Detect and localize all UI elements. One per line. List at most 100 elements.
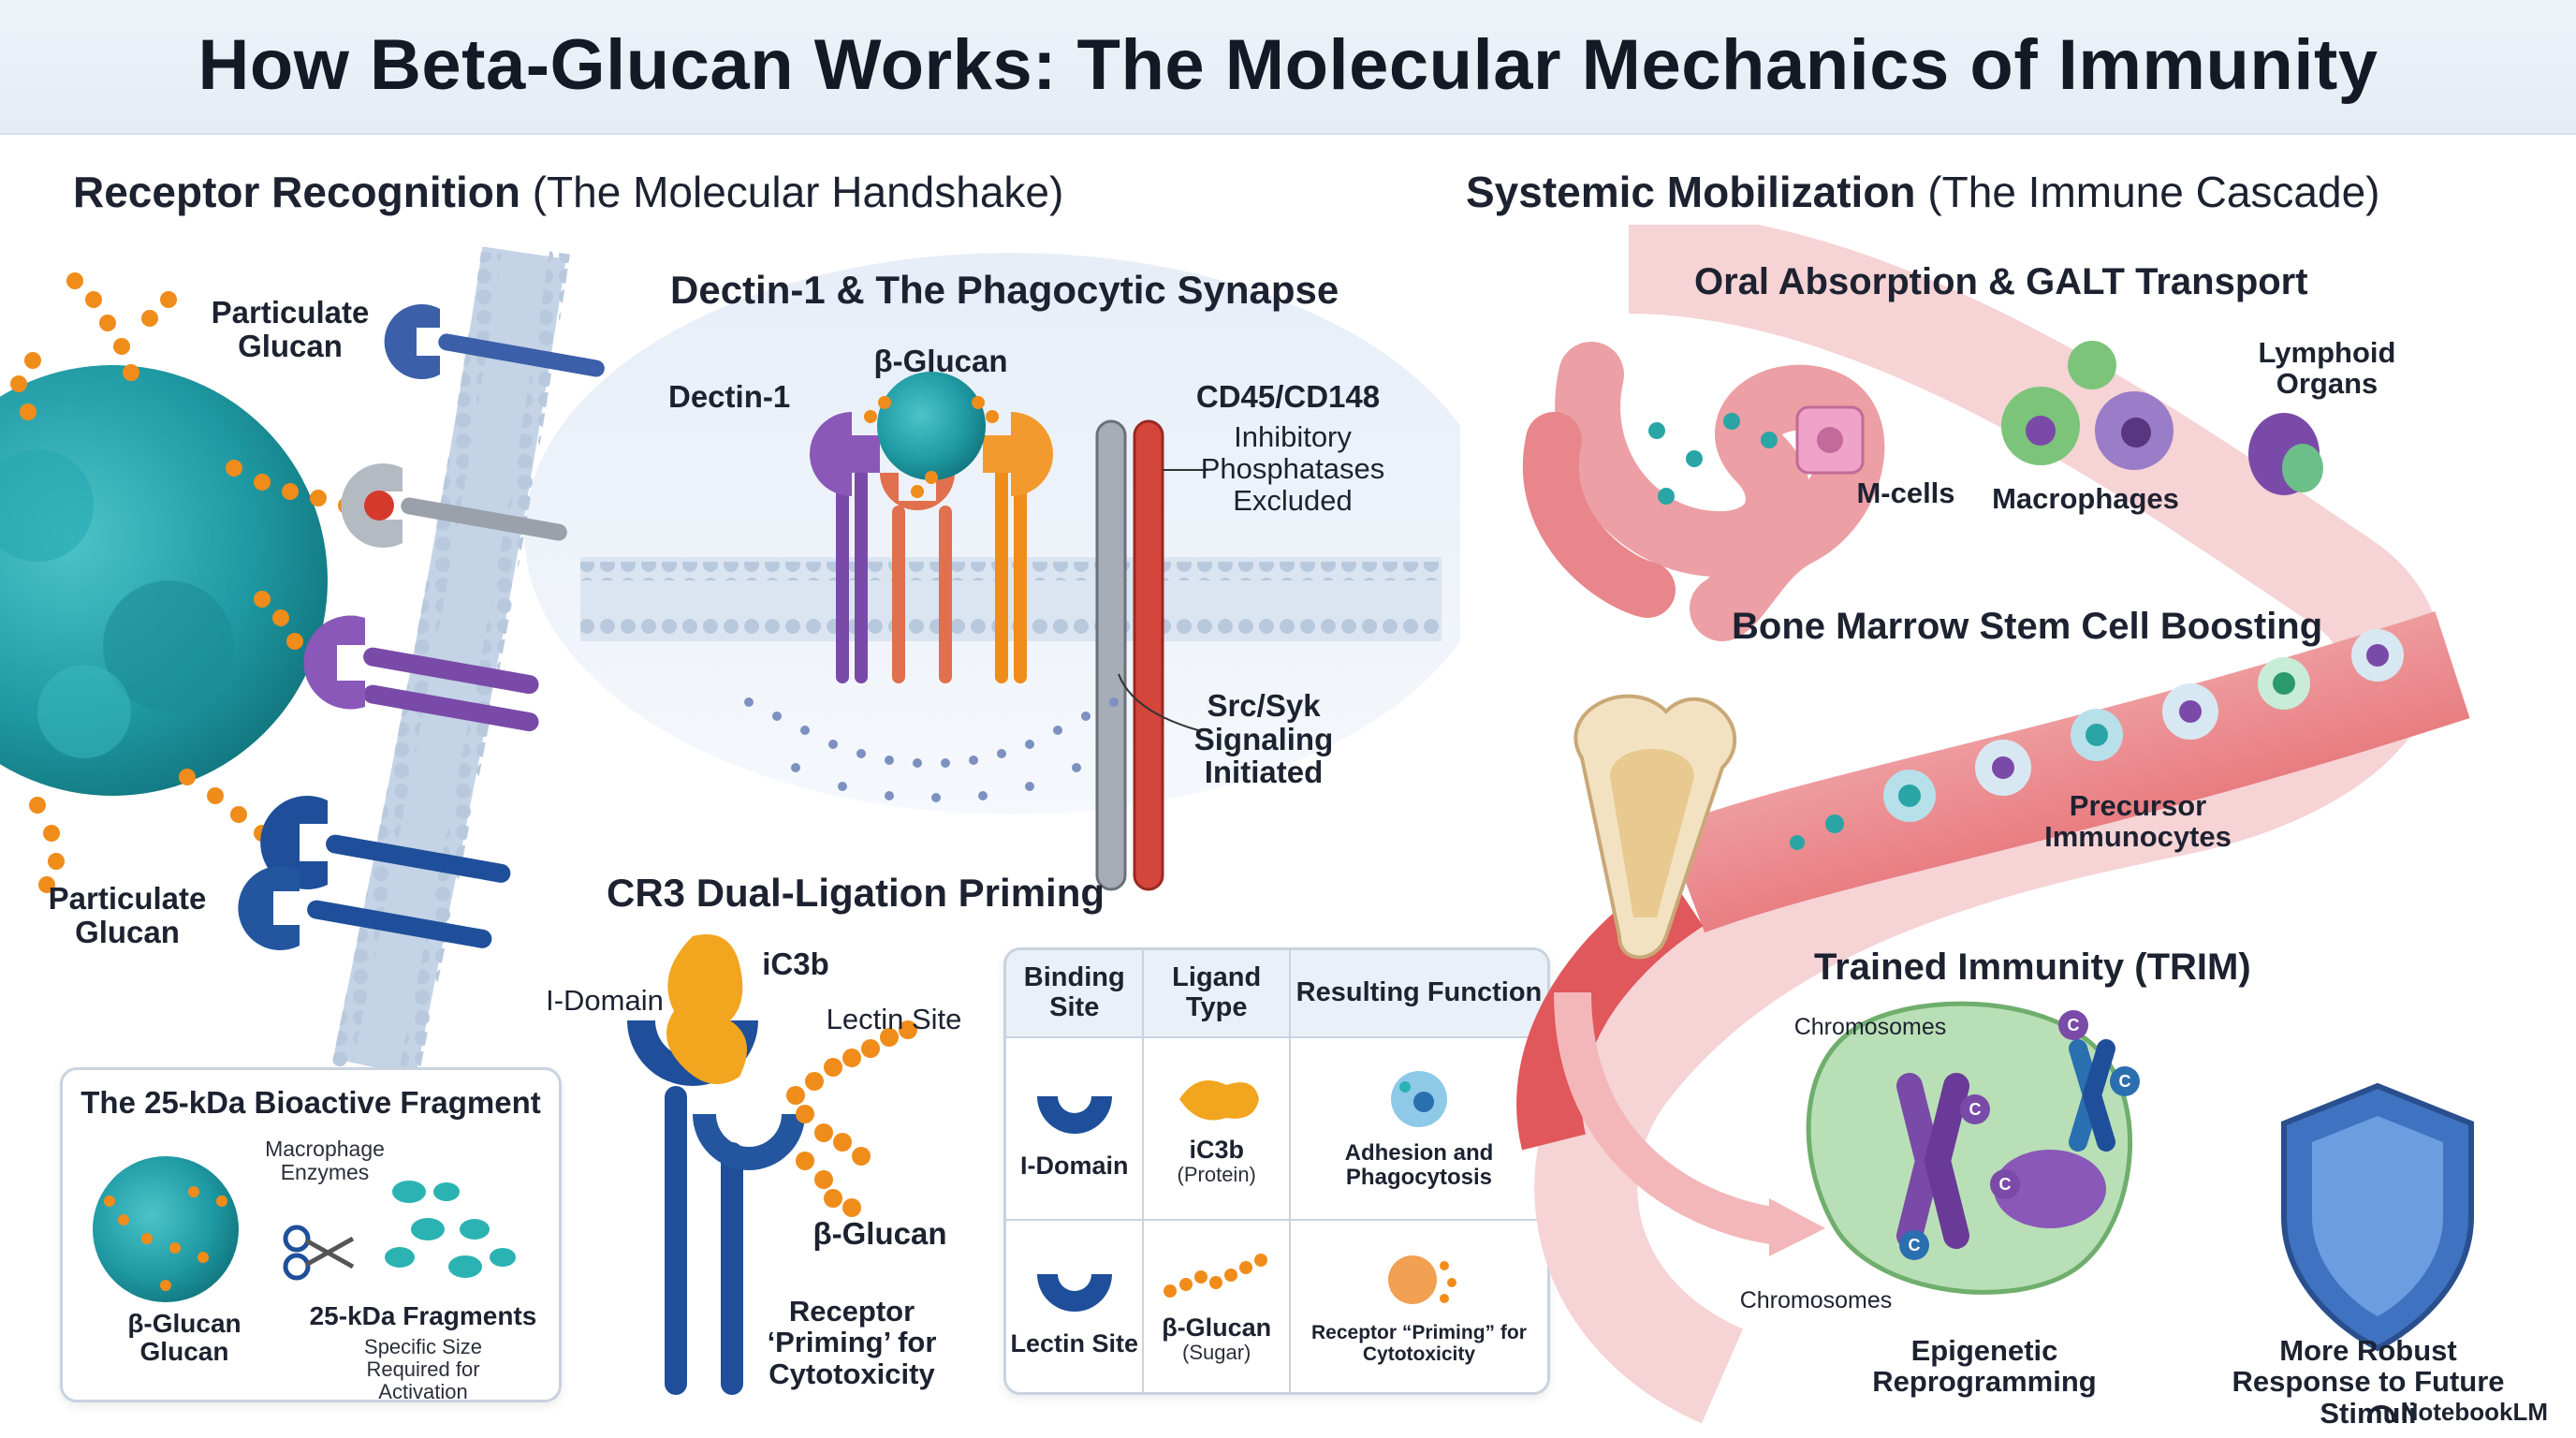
dectin-1-receptor-purple [810,412,880,683]
cd45-cd148-label: CD45/CD148 [1195,379,1381,414]
c-marker-1: C [1969,1100,1982,1119]
table-row: I-Domain iC3b (Protein) Adhesion and Pha… [1006,1037,1547,1221]
shield-icon [2281,1082,2474,1352]
dectin-1-receptor-salmon [880,473,955,683]
fragment-illustration [93,1156,516,1302]
bone-marrow-title: Bone Marrow Stem Cell Boosting [1732,606,2323,647]
brand-logo-icon [2366,1405,2395,1423]
methylation-markers [1899,1010,2140,1260]
i-domain-icon [1036,1095,1112,1134]
particulate-glucan-top-label: Particulate Glucan [211,295,370,363]
systemic-heading-rest: (The Immune Cascade) [1927,168,2380,216]
phagocyte-icon [1390,1071,1447,1128]
cr3-beta-glucan-label: β-Glucan [812,1216,947,1251]
c-marker-4: C [2068,1016,2080,1034]
c-marker-3: C [1909,1236,1921,1255]
dark-blue-cr3-receptor [238,796,511,950]
dectin-1-label: Dectin-1 [668,379,791,414]
receptor-heading-rest: (The Molecular Handshake) [532,168,1064,216]
brand-label: NotebookLM [2400,1398,2548,1426]
table-header-ligand-type: Ligand Type [1143,950,1291,1038]
synapse-membrane [580,557,1442,641]
c-marker-2: C [1999,1175,2012,1194]
page-title: How Beta-Glucan Works: The Molecular Mec… [198,25,2378,105]
binding-table-grid: Binding Site Ligand Type Resulting Funct… [1006,950,1547,1392]
cr3-glucan-chain [786,1020,917,1217]
table-header-binding-site: Binding Site [1006,950,1145,1038]
table-cell-function: Adhesion and Phagocytosis [1289,1037,1547,1221]
oral-absorption-title: Oral Absorption & GALT Transport [1694,261,2308,302]
chromosome-large [1896,1073,1969,1249]
synapse-background [524,253,1460,814]
cytotoxicity-burst-icon [1387,1255,1456,1305]
bone-marrow [1573,694,1736,960]
i-domain-label: I-Domain [546,984,664,1017]
glucan-sugar-chain-icon [1163,1253,1267,1298]
chromosomes-top-label: Chromosomes [1793,1014,1947,1040]
systemic-heading-bold: Systemic Mobilization [1466,168,1916,216]
epigenetic-reprogramming-label: Epigenetic Reprogramming [1872,1334,2097,1399]
fragment-box: The 25-kDa Bioactive Fragment Macrophage… [60,1067,562,1404]
binding-table: Binding Site Ligand Type Resulting Funct… [1003,947,1550,1395]
trained-immunity-cell [1806,1001,2132,1295]
ic3b-label: iC3b [762,946,829,981]
trim-arrow [1554,991,1781,1245]
precursor-immunocytes [1790,629,2404,850]
purple-receptor [303,615,539,732]
fragment-beta-glucan-label: β-Glucan Glucan [127,1309,242,1367]
ic3b-protein-icon [1178,1079,1259,1121]
fragment-pieces [385,1181,516,1278]
receptor-recognition-illustration [0,246,1460,1067]
lectin-site-label: Lectin Site [826,1003,962,1035]
dectin-synapse-title: Dectin-1 & The Phagocytic Synapse [670,268,1339,312]
systemic-mobilization-heading: Systemic Mobilization (The Immune Cascad… [1466,167,2380,217]
chromosome-small [2069,1039,2115,1152]
ic3b-protein [666,934,747,1084]
dectin-beta-glucan-label: β-Glucan [873,344,1008,378]
receptor-priming-label: Receptor ‘Priming’ for Cytotoxicity [767,1295,937,1390]
trim-title: Trained Immunity (TRIM) [1814,946,2251,988]
dectin-1-receptor-orange [983,412,1053,683]
systemic-mobilization-illustration: C C C C C [1516,225,2474,1424]
particulate-glucan-particle [0,365,328,796]
receptor-heading-bold: Receptor Recognition [73,168,520,216]
table-cell-ligand: iC3b (Protein) [1143,1037,1291,1221]
table-cell-site: Lectin Site [1006,1219,1145,1392]
receptor-recognition-heading: Receptor Recognition (The Molecular Hand… [73,167,1063,217]
cr3-title: CR3 Dual-Ligation Priming [607,871,1105,915]
src-syk-signaling-label: Src/Syk Signaling Initiated [1193,688,1334,790]
fragments-25kda-sub: Specific Size Required for Activation [364,1335,482,1404]
precursor-immunocytes-label: Precursor Immunocytes [2044,789,2232,854]
m-cells-label: M-cells [1856,477,1955,509]
inhibitory-phosphatases-label: Inhibitory Phosphatases Excluded [1200,420,1385,518]
table-cell-site: I-Domain [1006,1037,1145,1221]
beta-glucan-bound-particle [864,372,999,498]
m-cell [1795,405,1865,475]
whole-glucan-particle [93,1156,239,1302]
blue-wrench-receptor [384,304,605,379]
intestine-galt [1522,342,1885,641]
scissors-icon [283,1225,355,1281]
table-cell-ligand: β-Glucan (Sugar) [1143,1219,1291,1392]
trim-arrow-head [1769,1198,1825,1256]
table-cell-function: Receptor “Priming” for Cytotoxicity [1290,1220,1547,1392]
macrophage-enzymes-label: Macrophage Enzymes [265,1137,385,1185]
signaling-cascade-dots [744,697,1119,802]
particulate-glucan-bottom-label: Particulate Glucan [48,881,207,949]
lectin-site-icon [1036,1273,1112,1312]
cr3-receptor-illustration [627,934,917,1395]
macrophages-label: Macrophages [1992,482,2179,515]
lymphoid-organ [2248,413,2323,495]
fragments-25kda-label: 25-kDa Fragments [309,1301,537,1330]
chromosomes-bottom-label: Chromosomes [1739,1287,1893,1313]
src-syk-leader-line [1118,673,1199,731]
cd45-cd148-phosphatases [1095,419,1164,891]
macrophages-cells [2001,341,2174,470]
table-header-resulting-function: Resulting Function [1289,950,1547,1038]
notebooklm-brand: NotebookLM [2366,1398,2548,1427]
blood-vessel [1664,610,2470,933]
fragment-title: The 25-kDa Bioactive Fragment [80,1085,541,1120]
methylation-marker-labels: C C C C C [1909,1016,2131,1255]
grey-receptor [341,463,567,548]
table-row: Lectin Site β-Glucan (Sugar) Receptor “P… [1006,1219,1547,1392]
